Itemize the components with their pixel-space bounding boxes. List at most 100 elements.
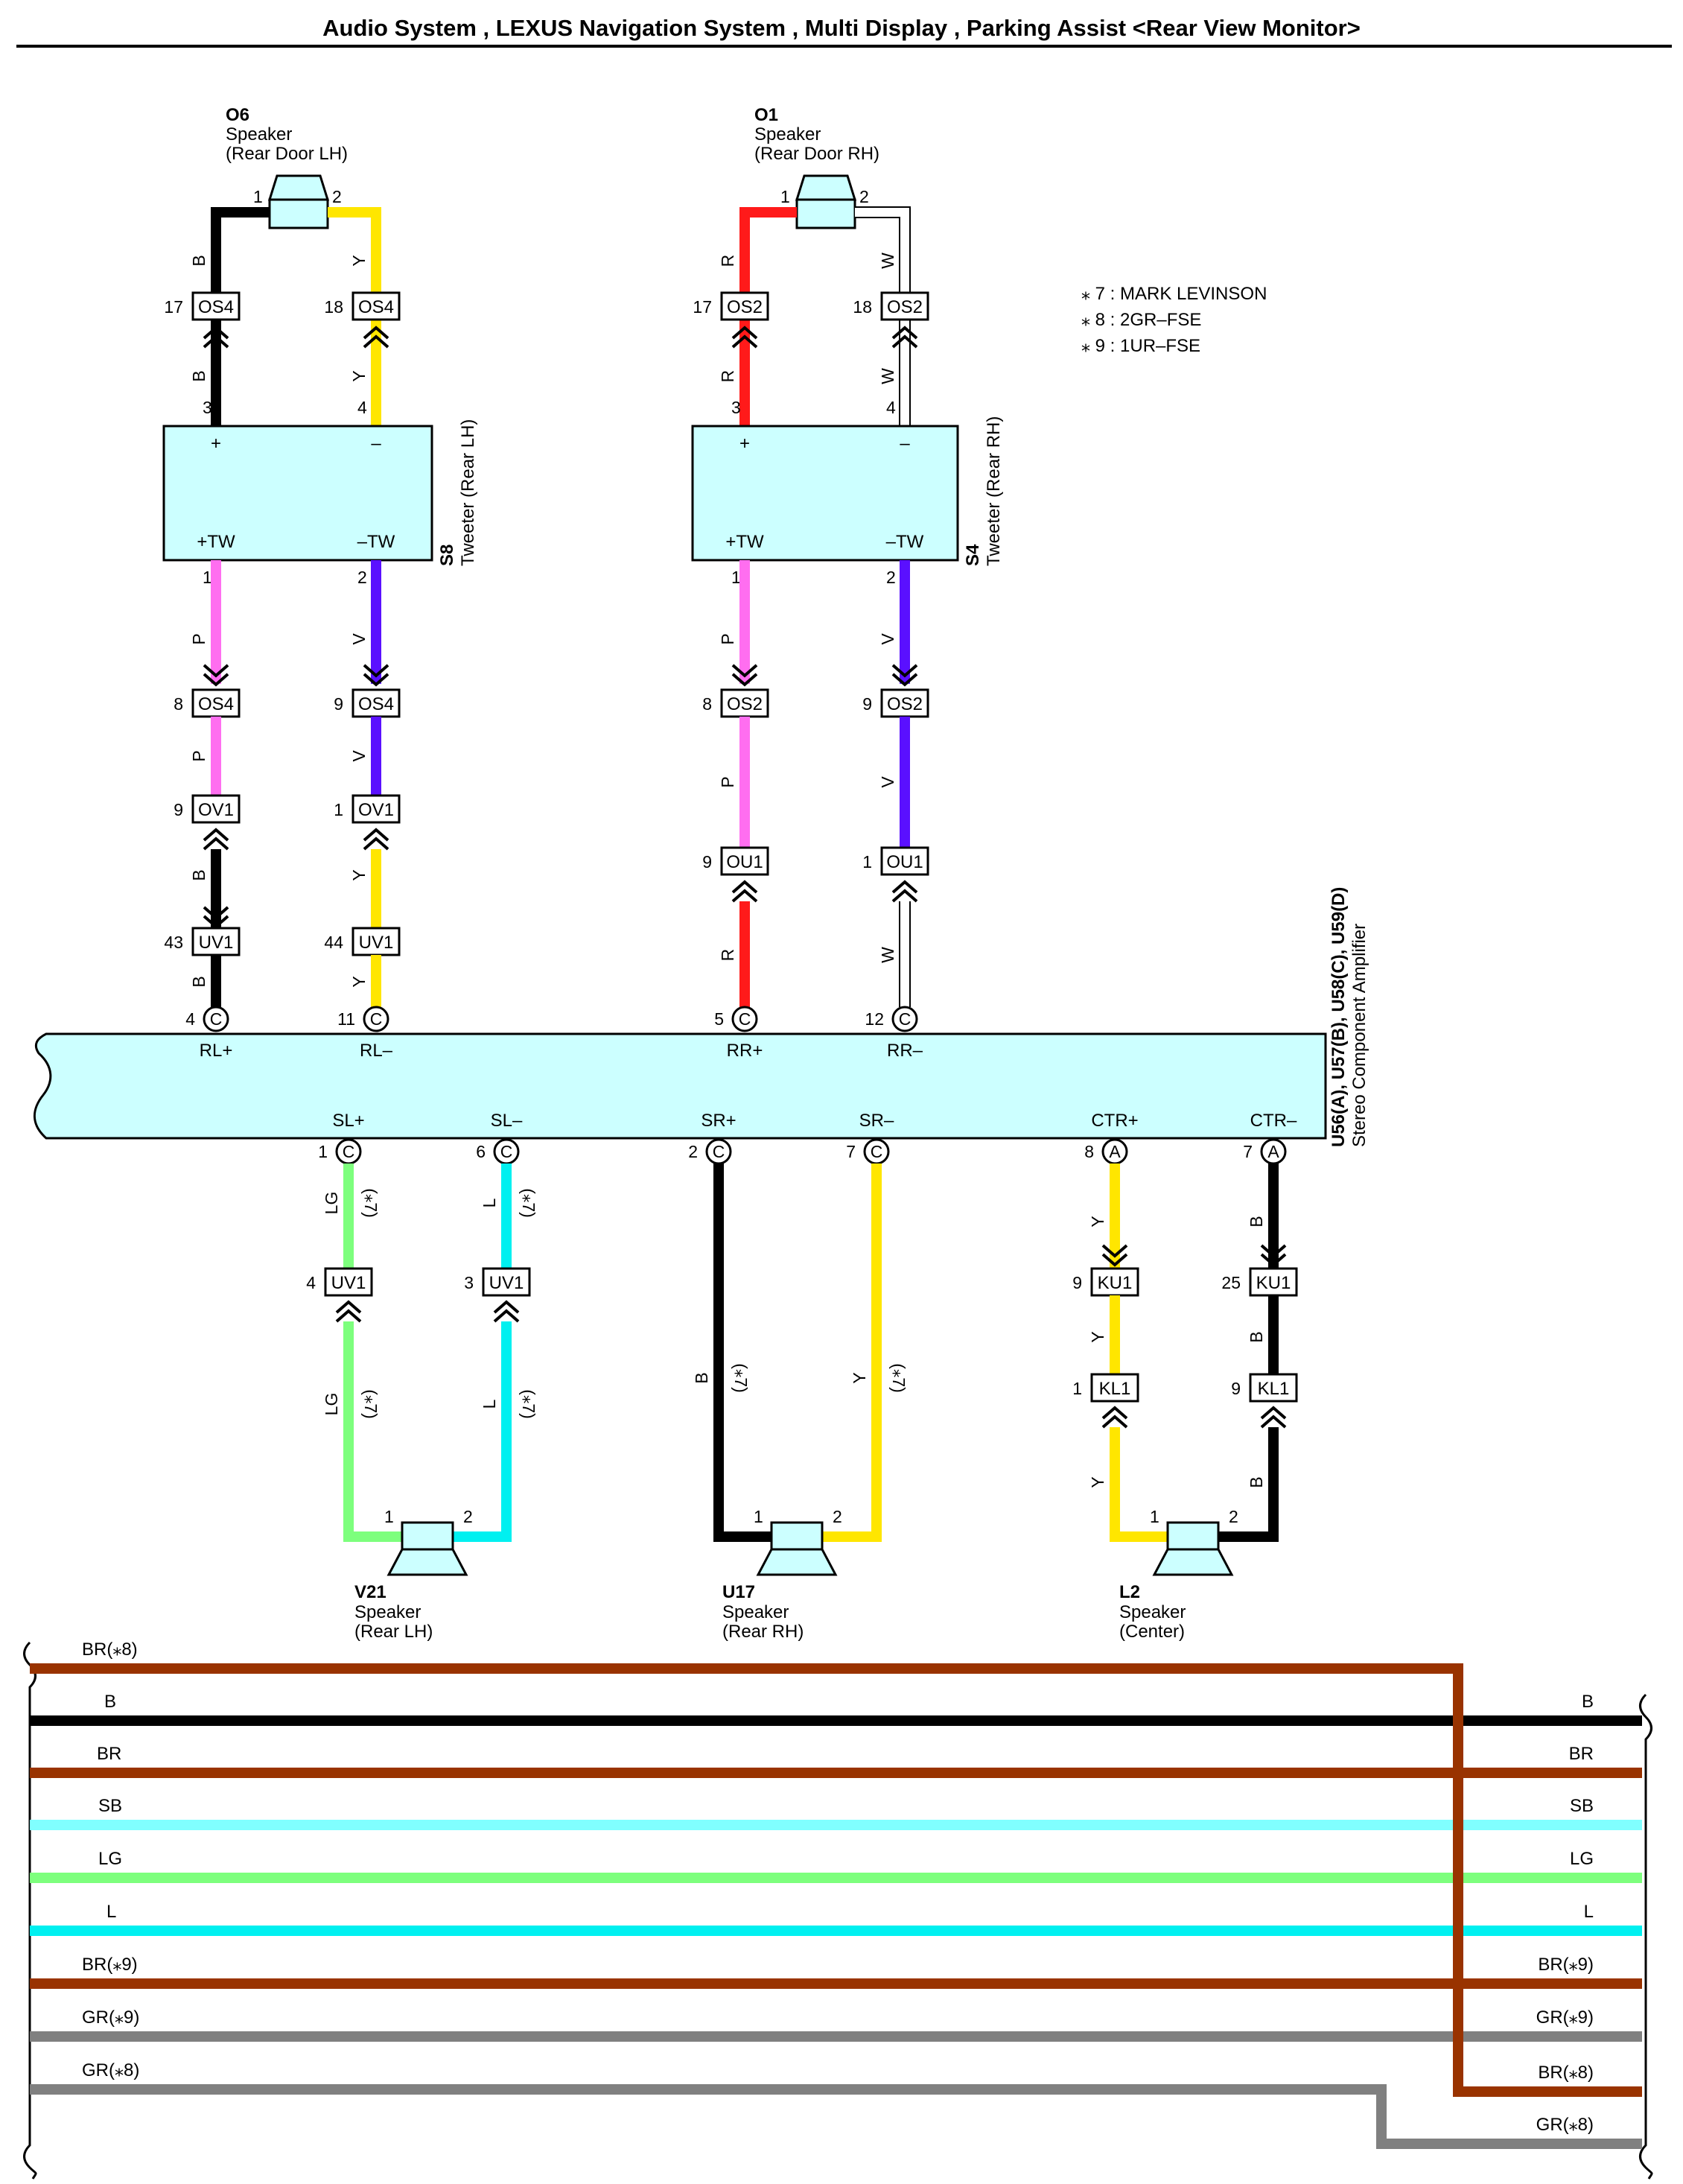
- s8-pin-1: 1: [203, 568, 212, 587]
- wire-code-o1-w-lower: W: [878, 368, 897, 384]
- terminal-label: RR–: [887, 1041, 923, 1061]
- bus-label-left: BR: [97, 1744, 121, 1764]
- s8-code: S8: [437, 545, 457, 566]
- s4-pin-1: 1: [731, 568, 741, 587]
- connector-os4-top-left: OS4 17: [164, 291, 241, 349]
- bus-label-left: B: [104, 1692, 116, 1712]
- terminal-conn: A: [1267, 1142, 1279, 1161]
- s8-tweeter-box: [162, 425, 433, 562]
- connector-os4-top-right: OS4 18: [324, 291, 401, 349]
- wire-code-ou1-r: R: [718, 949, 737, 962]
- amp-terminal-rr-minus: C 12 RR–: [865, 1006, 923, 1061]
- note-mark-7: (⁎7): [361, 1188, 381, 1218]
- connector-label: KU1: [1098, 1273, 1133, 1293]
- s4-pin-4: 4: [886, 398, 896, 417]
- note-mark-7: (⁎7): [361, 1389, 381, 1419]
- wire-code-v21-l: L: [480, 1399, 499, 1409]
- l2-pin-1: 1: [1150, 1507, 1159, 1526]
- terminal-conn: C: [343, 1142, 355, 1161]
- terminal-label: SL–: [491, 1111, 523, 1131]
- connector-chevron-icon: [731, 880, 758, 903]
- connector-pin: 17: [693, 297, 712, 317]
- connector-os2-mid-right: OS2 9: [862, 688, 929, 718]
- amp-terminal-sl-plus: SL+ C 1: [318, 1111, 365, 1165]
- connector-label: OS2: [887, 694, 923, 714]
- s8-tweeter-group: 3 4 + – +TW –TW 1 2 S8 Tweeter (Rear LH): [162, 398, 478, 587]
- connector-pin: 1: [334, 800, 343, 819]
- s4-pin-3: 3: [731, 398, 741, 417]
- wire-o6-b: [211, 207, 270, 431]
- connector-chevron-icon: [731, 326, 758, 349]
- wire-o1-w-outline: [855, 206, 911, 431]
- wire-code-v21-lg: LG: [322, 1393, 341, 1416]
- connector-chevron-icon: [891, 326, 918, 349]
- connector-os4-mid-left: OS4 8: [174, 688, 241, 718]
- chevron-down-icon: [203, 906, 229, 929]
- connector-label: KU1: [1256, 1273, 1291, 1293]
- connector-chevron-icon: [335, 1300, 362, 1323]
- amp-terminal-sr-minus: SR– C 7: [846, 1111, 894, 1165]
- terminal-label: SL+: [332, 1111, 364, 1131]
- terminal-label: SR+: [701, 1111, 736, 1131]
- l2-pin-2: 2: [1229, 1507, 1238, 1526]
- connector-pin: 8: [702, 694, 712, 714]
- note-mark-7: (⁎7): [889, 1363, 909, 1393]
- v21-name: Speaker: [354, 1602, 421, 1622]
- wire-code-u17-y: Y: [850, 1372, 869, 1383]
- o6-pin-2: 2: [332, 187, 342, 206]
- s4-code: S4: [963, 544, 983, 566]
- wire-code-o6-y-lower: Y: [349, 370, 369, 381]
- terminal-pin: 2: [688, 1142, 698, 1161]
- l2-speaker-group: 1 2 L2 Speaker (Center): [1119, 1507, 1238, 1642]
- terminal-conn: C: [370, 1009, 383, 1029]
- connector-label: UV1: [199, 933, 234, 953]
- bus-label-left: SB: [98, 1796, 122, 1816]
- note-mark-7: (⁎7): [731, 1363, 751, 1393]
- amplifier-box: [34, 1032, 1327, 1140]
- amp-terminal-ctr-minus: CTR– A 7: [1243, 1111, 1297, 1165]
- connector-pin: 1: [862, 852, 872, 872]
- connector-uv1-lower-left: UV1 4: [306, 1267, 373, 1323]
- note-7: ⁎ 7 : MARK LEVINSON: [1081, 284, 1267, 304]
- connector-ou1-right: OU1 1: [862, 846, 929, 903]
- terminal-label: SR–: [859, 1111, 894, 1131]
- connector-chevron-icon: [363, 828, 389, 851]
- u17-pin-2: 2: [833, 1507, 842, 1526]
- connector-pin: 9: [862, 694, 872, 714]
- u17-speaker-group: 1 2 U17 Speaker (Rear RH): [722, 1507, 842, 1642]
- o1-location: (Rear Door RH): [754, 144, 879, 164]
- s8-pin-2: 2: [357, 568, 367, 587]
- wire-code-o1-w: W: [878, 253, 897, 269]
- connector-pin: 18: [853, 297, 872, 317]
- s4-plus-label: +: [739, 434, 750, 454]
- bus-label-left: GR(⁎8): [82, 2060, 139, 2080]
- note-mark-7: (⁎7): [519, 1188, 538, 1218]
- terminal-pin: 6: [476, 1142, 486, 1161]
- chevron-down-icon: [1260, 1244, 1287, 1267]
- bus-break-right: [1639, 1693, 1653, 2180]
- wire-code-os2-p: P: [718, 776, 737, 787]
- terminal-conn: A: [1109, 1142, 1121, 1161]
- amp-terminal-rl-minus: C 11 RL–: [337, 1006, 393, 1061]
- connector-ov1-right: OV1 1: [334, 794, 401, 851]
- terminal-pin: 8: [1084, 1142, 1094, 1161]
- u17-speaker-body-icon: [770, 1521, 824, 1551]
- diagram-title: Audio System , LEXUS Navigation System ,…: [322, 15, 1361, 41]
- v21-speaker-cone-icon: [386, 1548, 468, 1576]
- o1-code: O1: [754, 105, 778, 125]
- connector-label: OV1: [198, 800, 234, 820]
- wire-code-uv1-y: Y: [349, 976, 369, 987]
- amp-terminal-rl-plus: C 4 RL+: [185, 1006, 232, 1061]
- s4-minus-label: –: [900, 434, 910, 454]
- amplifier-code: U56(A), U57(B), U58(C), U59(D): [1329, 887, 1349, 1147]
- connector-label: OS4: [358, 297, 394, 317]
- wire-code-o6-b-lower: B: [189, 370, 209, 381]
- v21-location: (Rear LH): [354, 1622, 433, 1642]
- connector-pin: 17: [164, 297, 183, 317]
- wire-code-o1-r: R: [718, 255, 737, 267]
- bus-break-left: [23, 1641, 37, 2180]
- wire-o6-y: [328, 207, 381, 431]
- connector-chevron-icon: [203, 326, 229, 349]
- connector-pin: 9: [1072, 1273, 1082, 1292]
- u17-code: U17: [722, 1582, 755, 1602]
